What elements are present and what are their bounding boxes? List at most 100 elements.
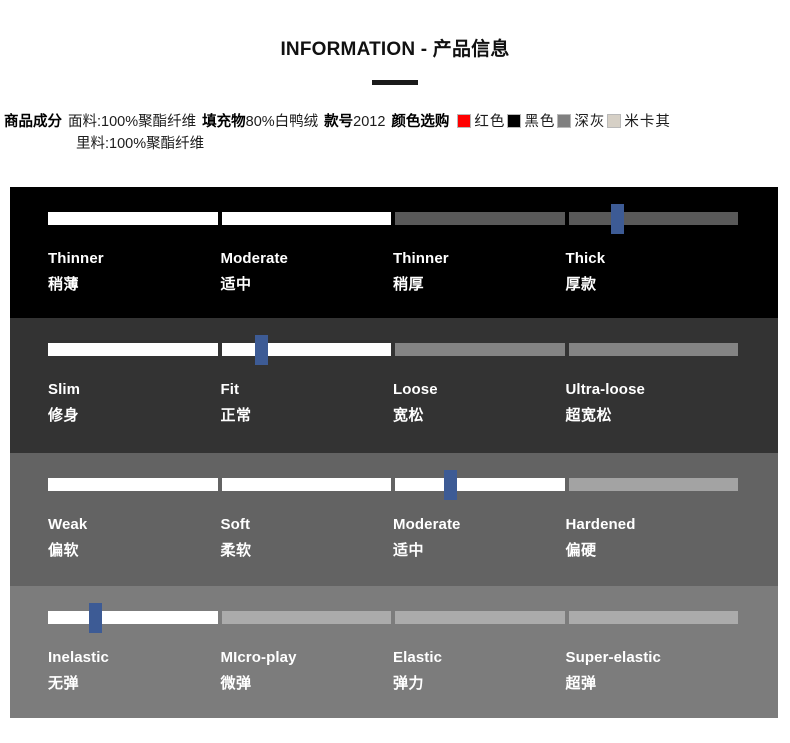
specification-line-1: 商品成分面料:100%聚酯纤维填充物80%白鸭绒款号2012 颜色选购 红色 黑色 深灰…	[0, 111, 790, 133]
option-label-cn: 适中	[393, 542, 425, 559]
option-label-en: Elastic	[393, 649, 443, 666]
slider-option[interactable]: Super-elastic 超弹	[566, 648, 739, 708]
fill-value: 80%白鸭绒	[245, 114, 319, 130]
slider-track-thickness[interactable]	[48, 212, 738, 225]
color-name-red: 红色	[474, 114, 506, 130]
slider-thumb-thickness[interactable]	[611, 204, 624, 234]
color-swatch-beige[interactable]	[607, 114, 622, 128]
option-label-en: Weak	[48, 516, 88, 533]
style-number-label: 款号	[324, 114, 354, 130]
option-label-cn: 适中	[220, 276, 252, 293]
option-label-cn: 超弹	[565, 675, 597, 692]
track-segment[interactable]	[568, 611, 738, 624]
color-select-label: 颜色选购	[391, 114, 450, 130]
slider-panel-fit: Slim 修身 Fit 正常 Loose 宽松 Ultra-loose 超宽松	[10, 318, 778, 453]
track-segment[interactable]	[48, 611, 218, 624]
track-segment[interactable]	[395, 212, 565, 225]
title-underline-rule	[372, 80, 418, 85]
slider-track-fit[interactable]	[48, 343, 738, 356]
slider-option[interactable]: Elastic 弹力	[393, 648, 566, 708]
slider-option[interactable]: Loose 宽松	[393, 380, 566, 440]
slider-labels-hardness: Weak 偏软 Soft 柔软 Moderate 适中 Hardened 偏硬	[48, 515, 738, 575]
color-name-beige: 米卡	[624, 114, 656, 130]
track-segment[interactable]	[568, 343, 738, 356]
option-label-en: Thick	[565, 250, 606, 267]
slider-labels-thickness: Thinner 稍薄 Moderate 适中 Thinner 稍厚 Thick …	[48, 249, 738, 309]
track-segment[interactable]	[221, 343, 391, 356]
color-swatch-dark-gray[interactable]	[557, 114, 572, 128]
slider-panel-elasticity: Inelastic 无弹 MIcro-play 微弹 Elastic 弹力 Su…	[10, 586, 778, 718]
option-label-cn: 无弹	[48, 675, 80, 692]
slider-thumb-hardness[interactable]	[444, 470, 457, 500]
slider-panel-hardness: Weak 偏软 Soft 柔软 Moderate 适中 Hardened 偏硬	[10, 453, 778, 586]
slider-option[interactable]: Hardened 偏硬	[566, 515, 739, 575]
lining-value: 里料:100%聚酯纤维	[76, 136, 205, 152]
option-label-en: MIcro-play	[220, 649, 297, 666]
option-label-en: Hardened	[565, 516, 636, 533]
track-segment[interactable]	[48, 212, 218, 225]
slider-option[interactable]: Fit 正常	[221, 380, 394, 440]
option-label-cn: 偏硬	[565, 542, 597, 559]
slider-option[interactable]: Thick 厚款	[566, 249, 739, 309]
track-segment[interactable]	[221, 478, 391, 491]
track-segment[interactable]	[395, 611, 565, 624]
track-segment[interactable]	[568, 212, 738, 225]
option-label-en: Soft	[220, 516, 251, 533]
option-label-cn: 稍厚	[393, 276, 425, 293]
option-label-en: Ultra-loose	[565, 381, 645, 398]
option-label-cn: 修身	[48, 407, 80, 424]
attribute-slider-panels: Thinner 稍薄 Moderate 适中 Thinner 稍厚 Thick …	[10, 187, 778, 718]
option-label-cn: 微弹	[220, 675, 252, 692]
option-label-cn: 稍薄	[48, 276, 80, 293]
color-name-black: 黑色	[524, 114, 556, 130]
slider-track-hardness[interactable]	[48, 478, 738, 491]
slider-option[interactable]: Moderate 适中	[221, 249, 394, 309]
slider-panel-thickness: Thinner 稍薄 Moderate 适中 Thinner 稍厚 Thick …	[10, 187, 778, 318]
slider-option[interactable]: Ultra-loose 超宽松	[566, 380, 739, 440]
style-number-value: 2012	[353, 114, 386, 130]
color-name-dark-gray: 深灰	[574, 114, 606, 130]
track-segment[interactable]	[48, 343, 218, 356]
option-label-en: Inelastic	[48, 649, 109, 666]
option-label-en: Moderate	[393, 516, 461, 533]
option-label-en: Thinner	[393, 250, 449, 267]
page-header: INFORMATION - 产品信息	[0, 0, 790, 85]
option-label-en: Slim	[48, 381, 81, 398]
option-label-cn: 柔软	[220, 542, 252, 559]
option-label-cn: 厚款	[565, 276, 597, 293]
track-segment[interactable]	[395, 343, 565, 356]
option-label-en: Thinner	[48, 250, 104, 267]
track-segment[interactable]	[395, 478, 565, 491]
slider-option[interactable]: Weak 偏软	[48, 515, 221, 575]
track-segment[interactable]	[568, 478, 738, 491]
track-segment[interactable]	[48, 478, 218, 491]
fill-label: 填充物	[202, 114, 246, 130]
composition-label: 商品成分	[4, 114, 62, 130]
track-segment[interactable]	[221, 611, 391, 624]
option-label-cn: 偏软	[48, 542, 80, 559]
slider-track-elasticity[interactable]	[48, 611, 738, 624]
slider-option[interactable]: Moderate 适中	[393, 515, 566, 575]
color-swatch-red[interactable]	[457, 114, 472, 128]
slider-option[interactable]: Thinner 稍厚	[393, 249, 566, 309]
option-label-en: Super-elastic	[565, 649, 662, 666]
page-title: INFORMATION - 产品信息	[280, 39, 510, 60]
slider-thumb-fit[interactable]	[255, 335, 268, 365]
specification-line-2: 里料:100%聚酯纤维	[0, 133, 790, 155]
slider-thumb-elasticity[interactable]	[89, 603, 102, 633]
track-segment[interactable]	[221, 212, 391, 225]
slider-option[interactable]: Soft 柔软	[221, 515, 394, 575]
slider-option[interactable]: Slim 修身	[48, 380, 221, 440]
option-label-cn: 正常	[220, 407, 252, 424]
option-label-en: Moderate	[220, 250, 288, 267]
slider-labels-fit: Slim 修身 Fit 正常 Loose 宽松 Ultra-loose 超宽松	[48, 380, 738, 440]
option-label-cn: 宽松	[393, 407, 425, 424]
color-swatch-black[interactable]	[507, 114, 522, 128]
slider-labels-elasticity: Inelastic 无弹 MIcro-play 微弹 Elastic 弹力 Su…	[48, 648, 738, 708]
option-label-en: Fit	[220, 381, 240, 398]
slider-option[interactable]: MIcro-play 微弹	[221, 648, 394, 708]
slider-option[interactable]: Thinner 稍薄	[48, 249, 221, 309]
composition-value: 面料:100%聚酯纤维	[68, 114, 197, 130]
slider-option[interactable]: Inelastic 无弹	[48, 648, 221, 708]
